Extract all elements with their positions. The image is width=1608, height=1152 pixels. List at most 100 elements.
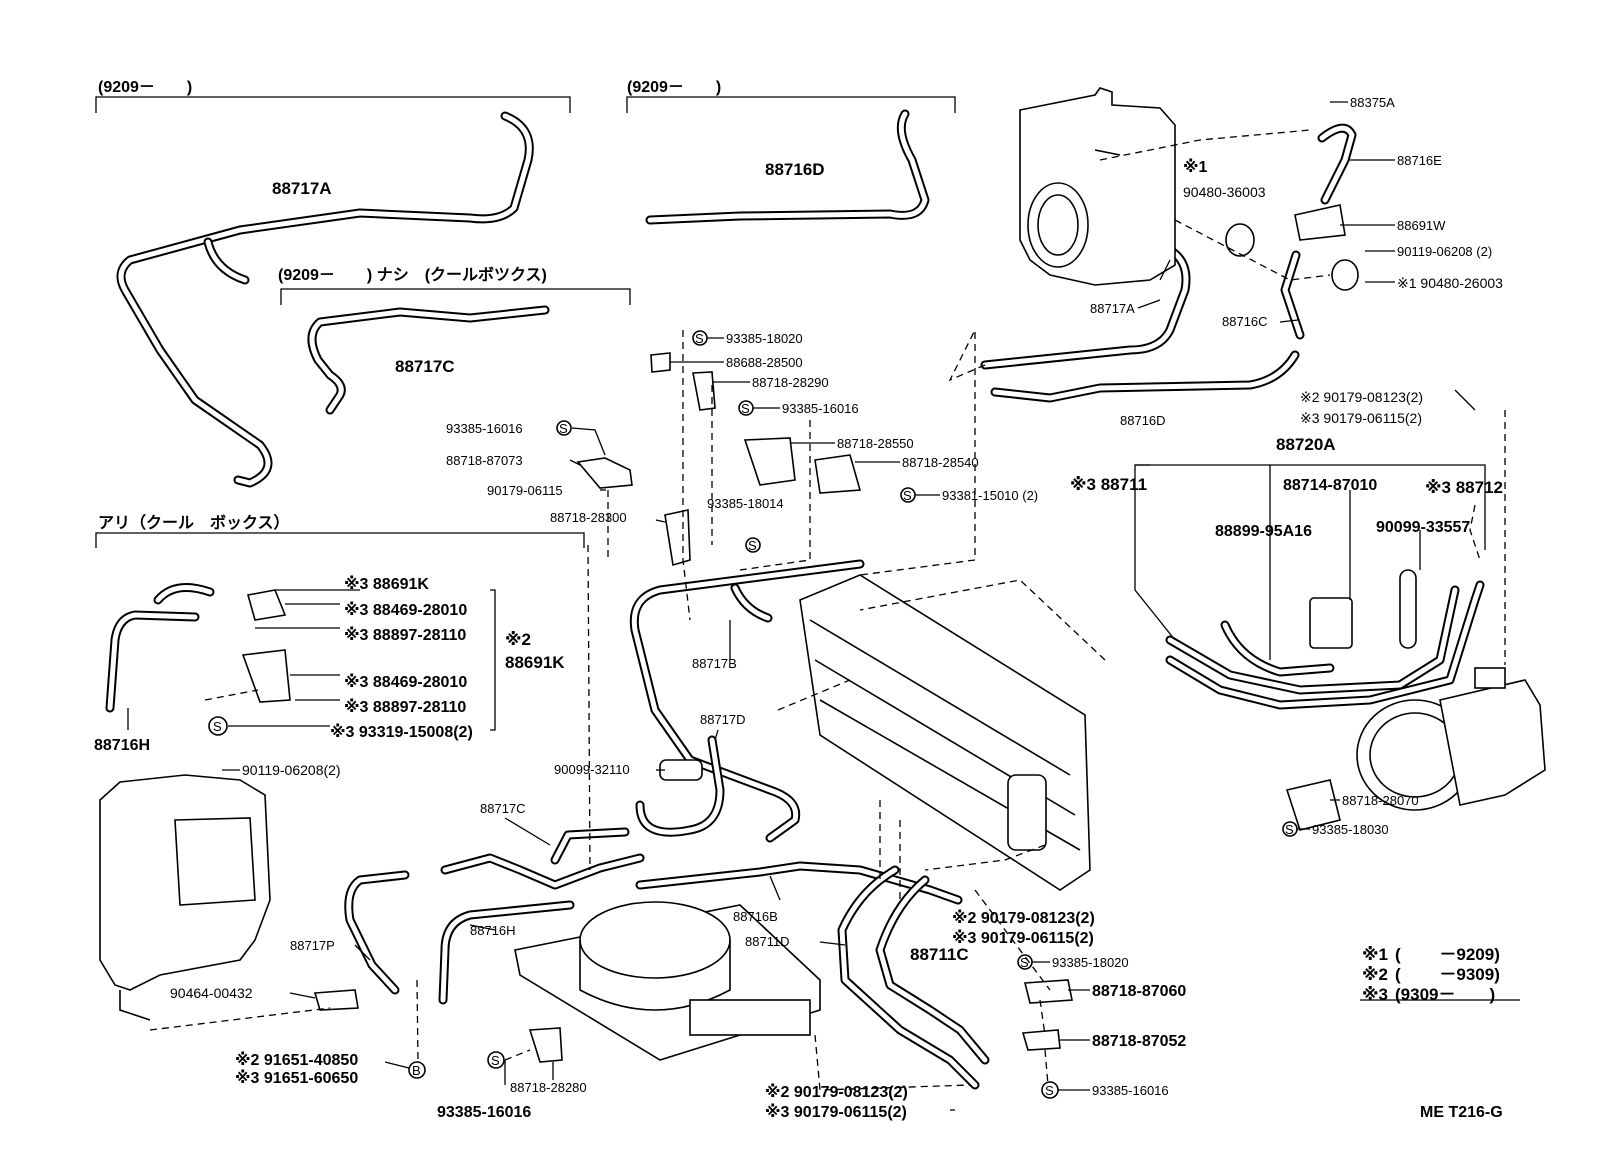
pipe-88720A-hoses bbox=[1165, 580, 1485, 710]
pipe-88716H-low bbox=[438, 900, 575, 1005]
valve-88691W bbox=[1294, 204, 1346, 241]
label-88711D: 88711D bbox=[745, 934, 790, 949]
bracket-88718-87052 bbox=[1021, 1029, 1061, 1051]
bracket-88718-28290 bbox=[692, 371, 716, 411]
label-88717B: 88717B bbox=[692, 656, 737, 671]
hose-90099-33557 bbox=[1399, 569, 1417, 649]
plug-90480-36003 bbox=[1225, 223, 1255, 257]
grommet-90099-32110 bbox=[659, 759, 703, 781]
label-88717D: 88717D bbox=[700, 712, 746, 727]
legend-value-3: (9309－ ) bbox=[1395, 985, 1495, 1004]
group-bracket-with-coolbox: アリ（クール ボックス） bbox=[95, 514, 585, 548]
plug-90480-26003 bbox=[1331, 259, 1359, 291]
legend-mark-2: ※2 bbox=[1362, 965, 1388, 984]
pipe-88717P bbox=[344, 870, 410, 995]
label-90179-06115-a: 90179-06115 bbox=[487, 483, 563, 498]
label-88717P: 88717P bbox=[290, 938, 335, 953]
pipe-88716D-mid bbox=[990, 350, 1300, 403]
clamp-88718-28070 bbox=[1285, 779, 1341, 831]
insulator-88899-95A16 bbox=[1309, 597, 1353, 649]
label-88716B: 88716B bbox=[733, 909, 778, 924]
label-88711C: 88711C bbox=[910, 945, 969, 964]
label-90179-08123-r: ※2 90179-08123(2) bbox=[1300, 389, 1423, 405]
label-88718-28540: 88718-28540 bbox=[902, 455, 979, 470]
condenser bbox=[799, 574, 1091, 891]
svg-text:S: S bbox=[1285, 822, 1294, 837]
label-88716D-top: 88716D bbox=[765, 160, 825, 179]
label-88716H-b: 88716H bbox=[470, 923, 516, 938]
pipe-88716D-top bbox=[645, 109, 930, 225]
label-88716E: 88716E bbox=[1397, 153, 1442, 168]
label-91651-60650: ※3 91651-60650 bbox=[235, 1069, 358, 1087]
group-bracket-top-left: (9209－ ) bbox=[95, 79, 571, 113]
label-90179-06115-r: ※3 90179-06115(2) bbox=[1300, 410, 1422, 426]
pipe-88711C bbox=[875, 875, 990, 1065]
label-90179-06115-m: ※3 90179-06115(2) bbox=[952, 929, 1094, 947]
label-93385-16016-c: 93385-16016 bbox=[437, 1104, 531, 1121]
label-88718-87073: 88718-87073 bbox=[446, 453, 523, 468]
pipe-88716E bbox=[1317, 123, 1357, 205]
label-88712: ※3 88712 bbox=[1425, 478, 1503, 497]
label-90099-33557: 90099-33557 bbox=[1376, 519, 1470, 536]
part-labels: 88717A 88716D 88717C 88375A 88716E ※1 90… bbox=[94, 95, 1503, 1121]
label-93385-16016-a: 93385-16016 bbox=[782, 401, 859, 416]
label-88717C-low: 88717C bbox=[480, 801, 526, 816]
group-label-top-mid: (9209－ ) bbox=[627, 79, 721, 96]
label-88717A-mid: 88717A bbox=[1090, 301, 1135, 316]
svg-text:B: B bbox=[412, 1063, 421, 1078]
pipe-88717A-top bbox=[116, 111, 534, 488]
receiver-dryer bbox=[1007, 774, 1047, 851]
label-90464-00432: 90464-00432 bbox=[170, 985, 253, 1001]
label-91651-40850: ※2 91651-40850 bbox=[235, 1051, 358, 1069]
bracket-88691K bbox=[241, 649, 291, 703]
label-93381-15010: 93381-15010 (2) bbox=[942, 488, 1038, 503]
pipe-88716B bbox=[635, 861, 963, 905]
label-88469-28010-a: ※3 88469-28010 bbox=[344, 601, 467, 619]
label-93385-18030: 93385-18030 bbox=[1312, 822, 1389, 837]
clip-88688-28500 bbox=[650, 352, 671, 373]
label-93385-18014: 93385-18014 bbox=[707, 496, 784, 511]
bracket-88718-28300 bbox=[664, 509, 691, 567]
label-88714-87010: 88714-87010 bbox=[1283, 477, 1377, 494]
pipe-88711D bbox=[837, 865, 980, 1090]
group-label-top-left: (9209－ ) bbox=[98, 79, 192, 96]
label-90480-36003: 90480-36003 bbox=[1183, 184, 1266, 200]
label-88718-87060: 88718-87060 bbox=[1092, 983, 1186, 1000]
group-label-no-coolbox: (9209－ ) ナシ (クールボツクス) bbox=[278, 266, 547, 284]
pipe-88717A-mid bbox=[980, 245, 1191, 370]
svg-text:S: S bbox=[1045, 1083, 1054, 1098]
label-88691K-a: ※3 88691K bbox=[344, 575, 429, 593]
label-88899-95A16: 88899-95A16 bbox=[1215, 523, 1312, 540]
label-93385-18020-b: 93385-18020 bbox=[1052, 955, 1129, 970]
label-88716D-mid: 88716D bbox=[1120, 413, 1166, 428]
label-90119-06208-a: 90119-06208 (2) bbox=[1397, 244, 1492, 259]
label-88720A: 88720A bbox=[1276, 435, 1336, 454]
label-93319-15008: ※3 93319-15008(2) bbox=[330, 723, 473, 741]
svg-text:S: S bbox=[559, 421, 568, 436]
svg-text:S: S bbox=[213, 719, 222, 734]
compressor bbox=[1356, 667, 1546, 811]
label-90179-08123-b: ※2 90179-08123(2) bbox=[765, 1083, 908, 1101]
label-88717A-top: 88717A bbox=[272, 179, 332, 198]
svg-text:S: S bbox=[903, 488, 912, 503]
label-mark1-a: ※1 bbox=[1183, 158, 1208, 176]
label-88716C: 88716C bbox=[1222, 314, 1268, 329]
svg-text:S: S bbox=[1020, 955, 1029, 970]
label-88718-28550: 88718-28550 bbox=[837, 436, 914, 451]
label-88691W: 88691W bbox=[1397, 218, 1446, 233]
label-90099-32110: 90099-32110 bbox=[554, 762, 630, 777]
label-88718-28300: 88718-28300 bbox=[550, 510, 627, 525]
label-88717C-top: 88717C bbox=[395, 357, 455, 376]
legend-mark-3: ※3 bbox=[1362, 985, 1388, 1004]
legend-value-1: ( －9209) bbox=[1395, 945, 1500, 964]
label-90179-06115-b: ※3 90179-06115(2) bbox=[765, 1103, 907, 1121]
label-88375A: 88375A bbox=[1350, 95, 1395, 110]
group-label-with-coolbox: アリ（クール ボックス） bbox=[98, 514, 290, 532]
cooler-unit-left bbox=[99, 774, 271, 1021]
svg-text:S: S bbox=[748, 538, 757, 553]
evaporator-unit-bottom bbox=[514, 901, 821, 1061]
label-93385-16016-d: 93385-16016 bbox=[1092, 1083, 1169, 1098]
diagram-code: ME T216-G bbox=[1420, 1104, 1503, 1121]
group-bracket-top-mid: (9209－ ) bbox=[626, 79, 956, 113]
label-mark2-88691K: ※2 bbox=[505, 630, 531, 649]
